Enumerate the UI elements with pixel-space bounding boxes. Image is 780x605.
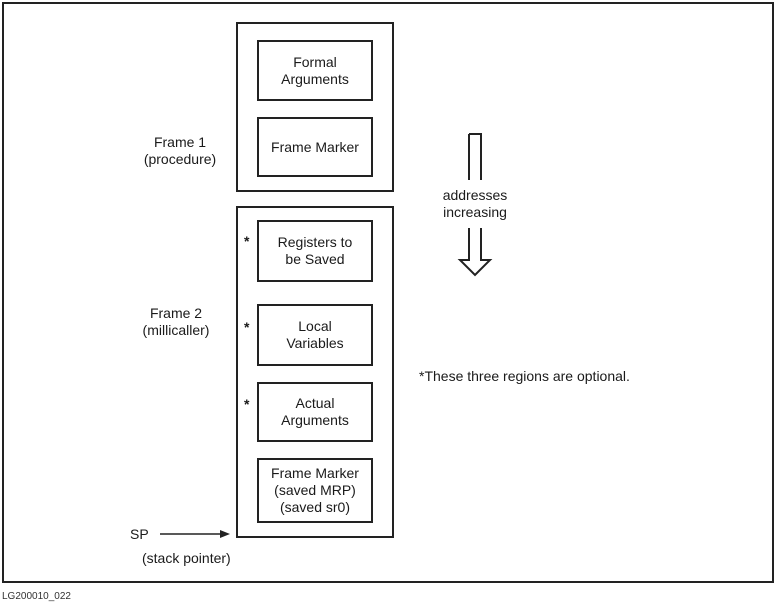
region-actual-arguments: Actual Arguments [257,382,373,442]
addresses-increasing-label: addresses increasing [442,187,508,220]
optional-regions-note: *These three regions are optional. [419,368,630,384]
region-registers-to-be-saved: Registers to be Saved [257,220,373,282]
optional-marker-registers: * [244,233,250,249]
region-frame-marker-1: Frame Marker [257,117,373,177]
sp-label: SP [130,526,149,542]
region-local-variables: Local Variables [257,304,373,366]
addresses-increasing-arrow-icon [457,133,493,277]
frame-2-label: Frame 2 (millicaller) [142,305,210,338]
region-frame-marker-2: Frame Marker (saved MRP) (saved sr0) [257,458,373,523]
region-formal-arguments: Formal Arguments [257,40,373,101]
diagram-border [2,2,774,583]
sp-arrow-icon [220,530,230,538]
frame-1-label: Frame 1 (procedure) [143,134,217,167]
sp-caption: (stack pointer) [142,550,231,566]
optional-marker-actual-arguments: * [244,396,250,412]
figure-id: LG200010_022 [2,591,71,602]
optional-marker-local-variables: * [244,319,250,335]
